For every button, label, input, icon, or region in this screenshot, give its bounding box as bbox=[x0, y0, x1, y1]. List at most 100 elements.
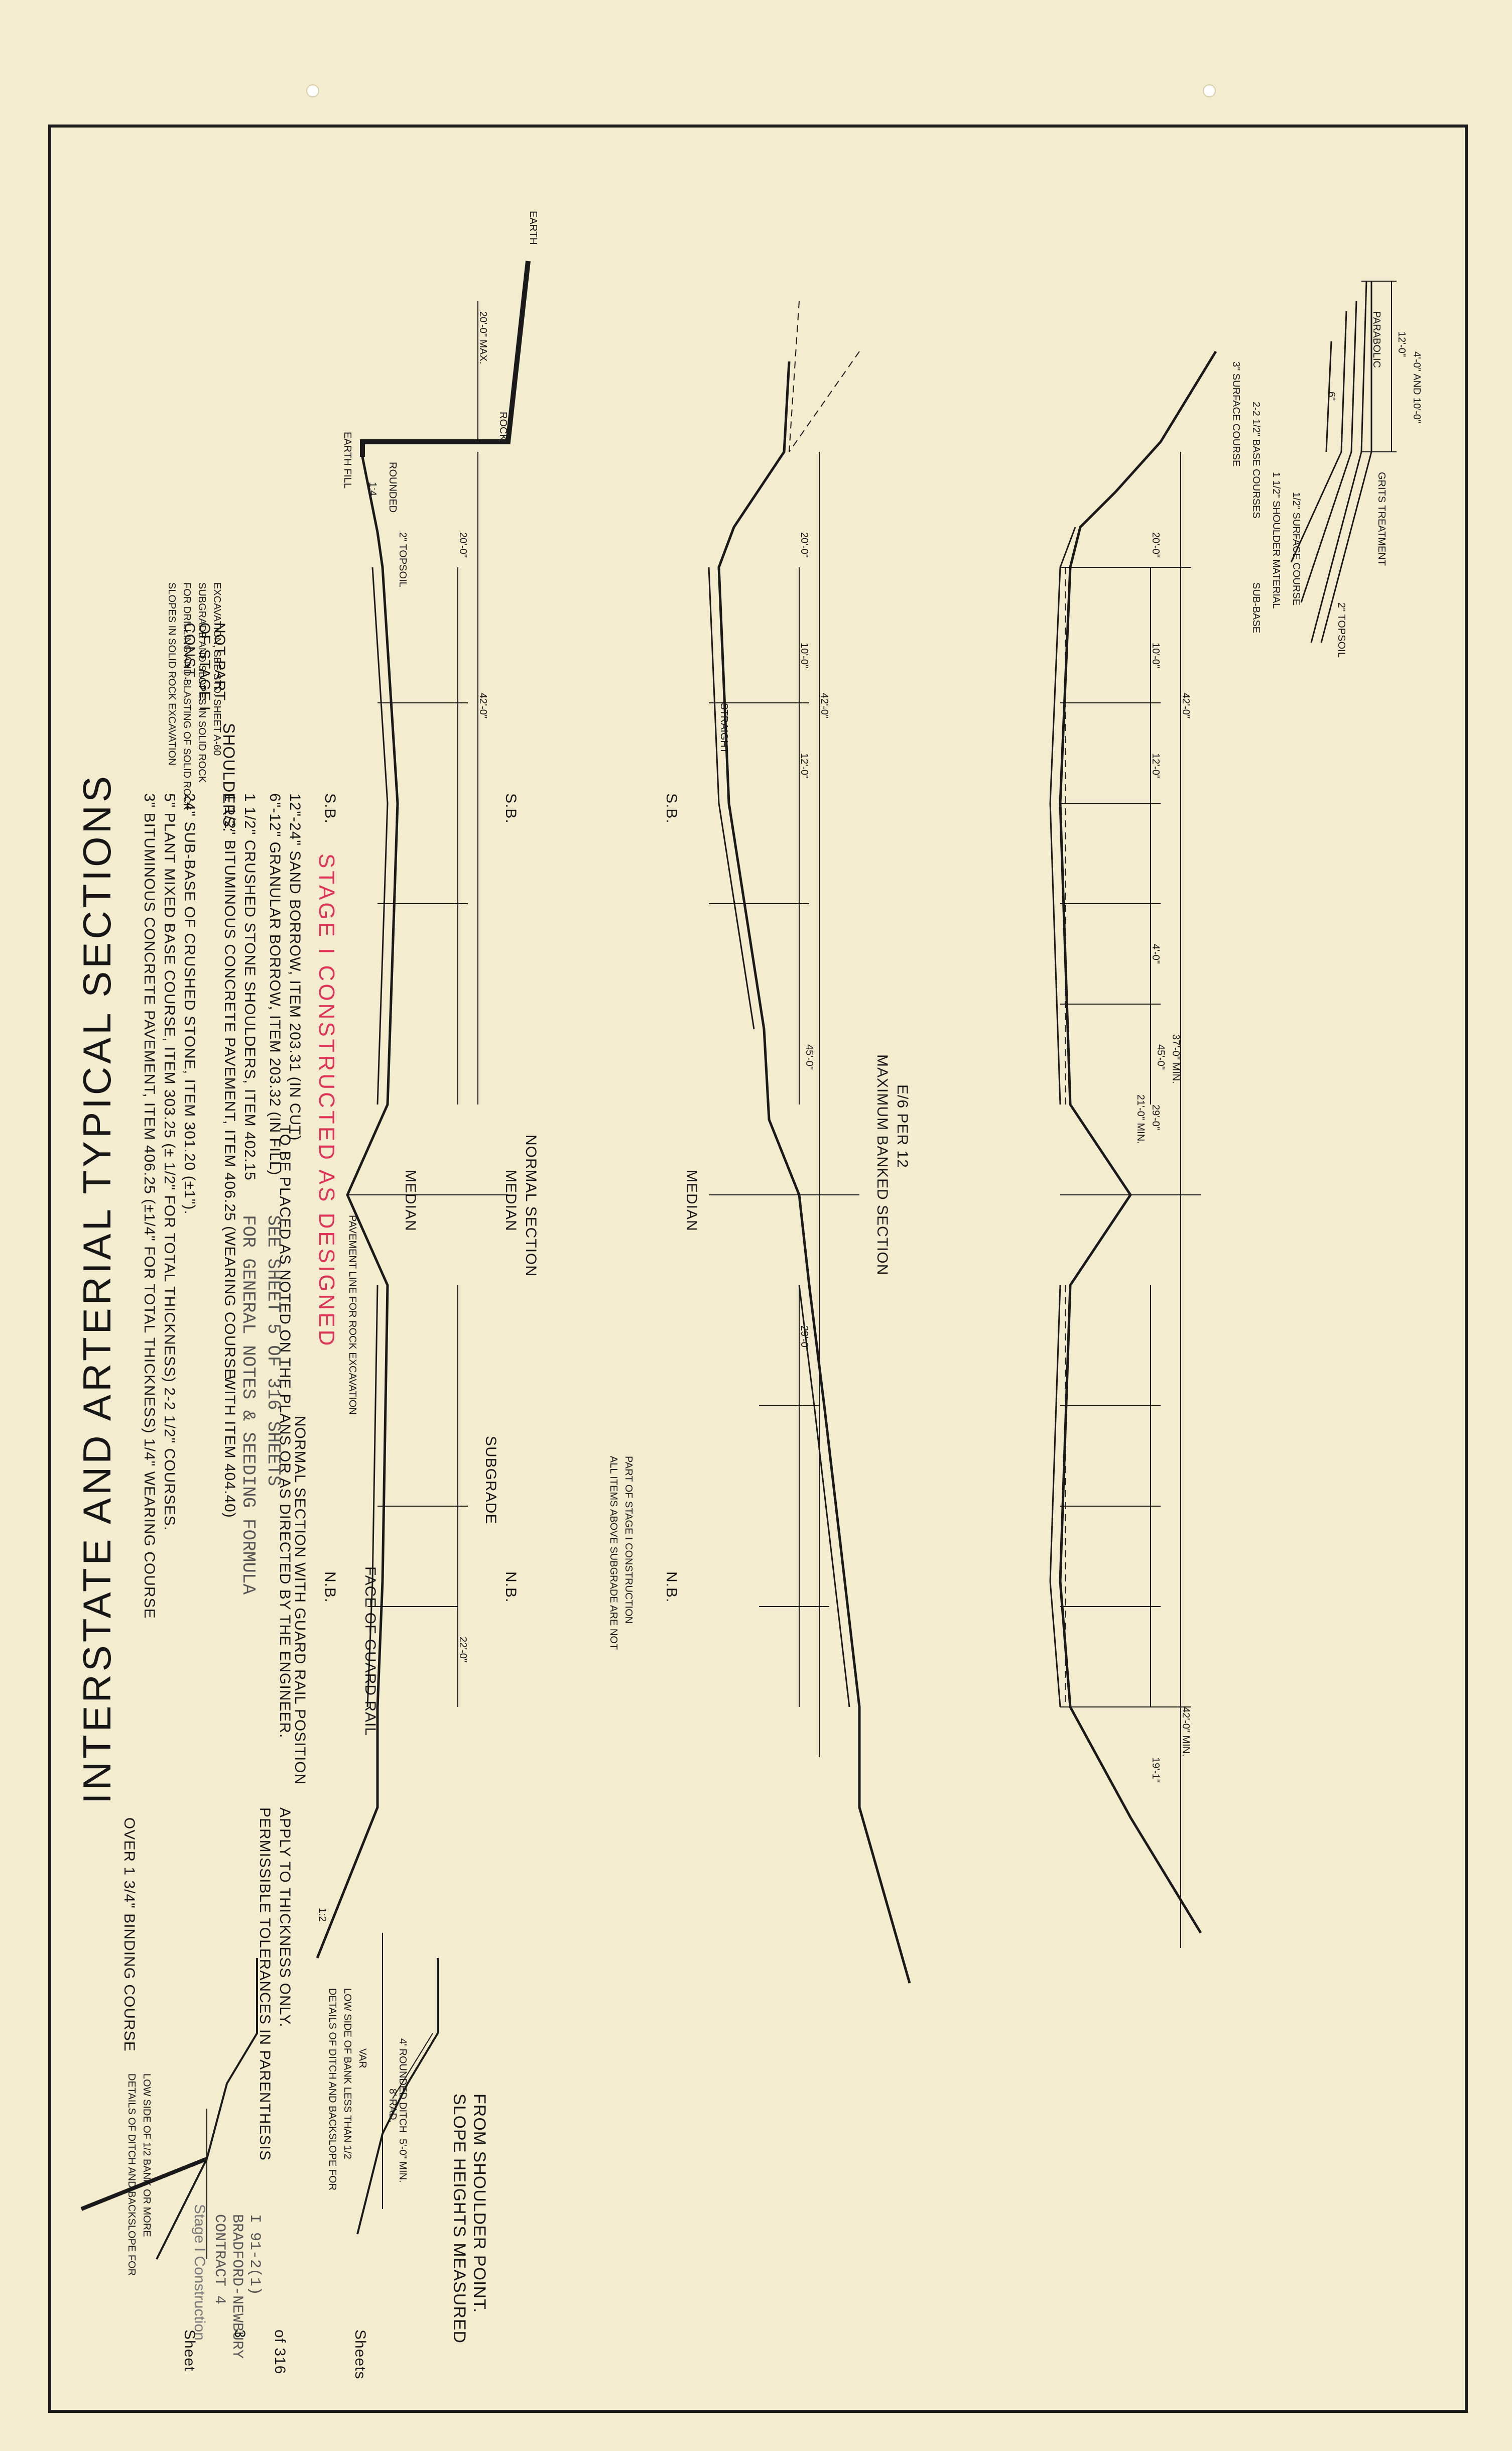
pavement-item-2: 5" PLANT MIXED BASE COURSE, ITEM 303.25 … bbox=[161, 793, 178, 1531]
ditch-less-1: DETAILS OF DITCH AND BACKSLOPE FOR bbox=[327, 1988, 338, 2191]
dim-42-top: 42'-0" bbox=[1180, 693, 1191, 718]
sheet-border bbox=[48, 125, 1468, 2413]
with-item-note: WITH ITEM 404.40) bbox=[221, 1376, 238, 1518]
label-rad: 8' RAD. bbox=[387, 2089, 398, 2123]
stage-stamp: STAGE I CONSTRUCTED AS DESIGNED bbox=[314, 853, 339, 1349]
label-topsoil: 2" TOPSOIL bbox=[397, 532, 408, 587]
stamp-contract: CONTRACT 4 bbox=[211, 2214, 228, 2305]
shoulder-item-2: 1 1/2" CRUSHED STONE SHOULDERS, ITEM 402… bbox=[241, 793, 258, 1181]
dim-42-bottom: 42'-0" bbox=[477, 693, 488, 718]
rock-note-4: EXCAVATION, SEE STD. SHEET A-60 bbox=[211, 582, 222, 756]
label-var: VAR bbox=[357, 2048, 368, 2068]
label-slope14: 1:4 bbox=[367, 482, 378, 496]
ditch-more-1: DETAILS OF DITCH AND BACKSLOPE FOR bbox=[126, 2073, 137, 2276]
borrow-item-2: 12"-24" SAND BORROW, ITEM 203.31 (IN CUT… bbox=[287, 793, 303, 1141]
label-rounded-ditch: 4' ROUNDED DITCH bbox=[397, 2038, 408, 2133]
dim-45-mid: 45'-0" bbox=[804, 1044, 815, 1070]
all-items-note-1: ALL ITEMS ABOVE SUBGRADE ARE NOT bbox=[608, 1456, 619, 1650]
dim-42min-top: 42'-0" MIN. bbox=[1180, 1707, 1191, 1757]
sd-shoulder-material: 1 1/2" SHOULDER MATERIAL bbox=[1271, 472, 1282, 609]
dim-20-bottom: 20'-0" bbox=[457, 532, 468, 558]
sheet-number: 3 bbox=[231, 2330, 248, 2339]
guard-rail-section-dims bbox=[347, 301, 508, 1707]
shoulder-detail bbox=[1290, 281, 1397, 643]
banked-label-1: MAXIMUM BANKED SECTION bbox=[874, 1054, 891, 1276]
dim-4-top: 4'-0" bbox=[1150, 944, 1161, 964]
sb-label-top: S.B. bbox=[322, 793, 338, 824]
general-notes-2: SEE SHEET 5 OF 316 SHEETS bbox=[263, 1215, 284, 1487]
pavement-item-1: 3" BITUMINOUS CONCRETE PAVEMENT, ITEM 40… bbox=[141, 793, 158, 1619]
nb-label-mid: N.B. bbox=[663, 1571, 680, 1603]
dim-20max-bottom: 20'-0" MAX. bbox=[477, 311, 488, 364]
sd-topsoil: 2" TOPSOIL bbox=[1336, 602, 1347, 658]
pavement-line-note: PAVEMENT LINE FOR ROCK EXCAVATION bbox=[347, 1215, 358, 1415]
sd-dim6: 6" bbox=[1326, 392, 1337, 401]
pavement-item-3: 24" SUB-BASE OF CRUSHED STONE, ITEM 301.… bbox=[181, 793, 198, 1215]
label-rounded: ROUNDED bbox=[387, 462, 398, 513]
sd-parabolic: PARABOLIC bbox=[1371, 311, 1382, 368]
dim-12-top: 12'-0" bbox=[1150, 753, 1161, 779]
sd-surface-course: 1/2" SURFACE COURSE bbox=[1291, 492, 1302, 606]
borrow-item-1: 6"-12" GRANULAR BORROW, ITEM 203.32 (IN … bbox=[267, 793, 283, 1176]
dim-20-top: 20'-0" bbox=[1150, 532, 1161, 558]
sd-sub-base: SUB-BASE bbox=[1250, 582, 1262, 634]
ditch-less-2: LOW SIDE OF BANK LESS THAN 1/2 bbox=[342, 1988, 353, 2159]
all-items-note-2: PART OF STAGE I CONSTRUCTION bbox=[623, 1456, 634, 1624]
sd-grits: GRITS TREATMENT bbox=[1376, 472, 1387, 566]
rock-note-3: SUBGRADE AND SLOPES IN SOLID ROCK bbox=[196, 582, 207, 783]
rock-note-1: SLOPES IN SOLID ROCK EXCAVATION bbox=[166, 582, 177, 766]
punch-hole-left bbox=[306, 84, 319, 97]
dim-22-bottom: 22'-0" bbox=[457, 1637, 468, 1662]
median-label-mid: MEDIAN bbox=[683, 1170, 700, 1232]
sd-dim-4-10: 4'-0" AND 10'-0" bbox=[1411, 351, 1422, 424]
slope-note-2: FROM SHOULDER POINT. bbox=[470, 2094, 489, 2313]
label-slope12: 1:2 bbox=[317, 1908, 328, 1922]
sd-width: 12'-0" bbox=[1396, 331, 1407, 357]
sb-label-bottom: S.B. bbox=[502, 793, 519, 824]
dim-37-top: 37'-0" MIN. bbox=[1170, 1034, 1181, 1084]
median-label-bottom: MEDIAN bbox=[502, 1170, 519, 1232]
shoulder-item-1: 1 1/2" BITUMINOUS CONCRETE PAVEMENT, ITE… bbox=[221, 793, 238, 1380]
guard-rail-section-profile bbox=[316, 261, 531, 1958]
normal-section-label: NORMAL SECTION bbox=[523, 1135, 539, 1277]
sheets-label: Sheets bbox=[352, 2330, 368, 2380]
stamp-stage: Stage I Construction bbox=[191, 2204, 208, 2341]
ditch-details bbox=[80, 1933, 439, 2260]
dim-19-top: 19'-1" bbox=[1150, 1757, 1161, 1783]
dim-20-mid: 20'-0" bbox=[799, 532, 810, 558]
subgrade-label: SUBGRADE bbox=[482, 1436, 499, 1525]
nb-label-bottom: N.B. bbox=[502, 1571, 519, 1603]
punch-hole-right bbox=[1203, 84, 1216, 97]
tolerances-note-1: PERMISSIBLE TOLERANCES IN PARENTHESIS bbox=[257, 1807, 273, 2161]
median-label-top: MEDIAN bbox=[402, 1170, 419, 1232]
slope-note-1: SLOPE HEIGHTS MEASURED bbox=[450, 2094, 469, 2344]
sd-base-courses: 2-2 1/2" BASE COURSES bbox=[1250, 402, 1262, 519]
face-guard-rail: FACE OF GUARD RAIL bbox=[362, 1566, 379, 1737]
dim-21-top: 21'-0" MIN. bbox=[1135, 1094, 1146, 1144]
sd-surface3: 3" SURFACE COURSE bbox=[1230, 361, 1241, 467]
sheet-label: Sheet bbox=[181, 2330, 198, 2372]
dim-10-top: 10'-0" bbox=[1150, 643, 1161, 668]
dim-10-mid: 10'-0" bbox=[799, 643, 810, 668]
dim-29-mid: 29'-0" bbox=[799, 1325, 810, 1351]
normal-section-dims bbox=[1060, 452, 1201, 1948]
rock-note-2: FOR DRILLING AND BLASTING OF SOLID ROCK bbox=[181, 582, 192, 810]
sb-label-mid: S.B. bbox=[663, 793, 680, 824]
label-earth: EARTH bbox=[528, 211, 539, 245]
dim-12-mid: 12'-0" bbox=[799, 753, 810, 779]
label-5min: 5'-0" MIN. bbox=[397, 2139, 408, 2183]
normal-section-profile bbox=[1049, 350, 1217, 1934]
label-rock: ROCK bbox=[497, 412, 509, 441]
ditch-more-2: LOW SIDE OF 1/2 BANK OR MORE bbox=[141, 2073, 152, 2237]
tolerances-note-2: APPLY TO THICKNESS ONLY. bbox=[277, 1807, 293, 2028]
label-straight: STRAIGHT bbox=[718, 703, 729, 754]
general-notes-1: FOR GENERAL NOTES & SEEDING FORMULA bbox=[238, 1215, 259, 1595]
dim-45-top: 45'-0" bbox=[1155, 1044, 1166, 1070]
guard-rail-label: NORMAL SECTION WITH GUARD RAIL POSITION bbox=[292, 1416, 308, 1785]
page-title: INTERSTATE AND ARTERIAL TYPICAL SECTIONS bbox=[75, 773, 119, 1804]
nb-label-top: N.B. bbox=[322, 1571, 338, 1603]
dim-29-top: 29'-0" bbox=[1150, 1105, 1161, 1130]
